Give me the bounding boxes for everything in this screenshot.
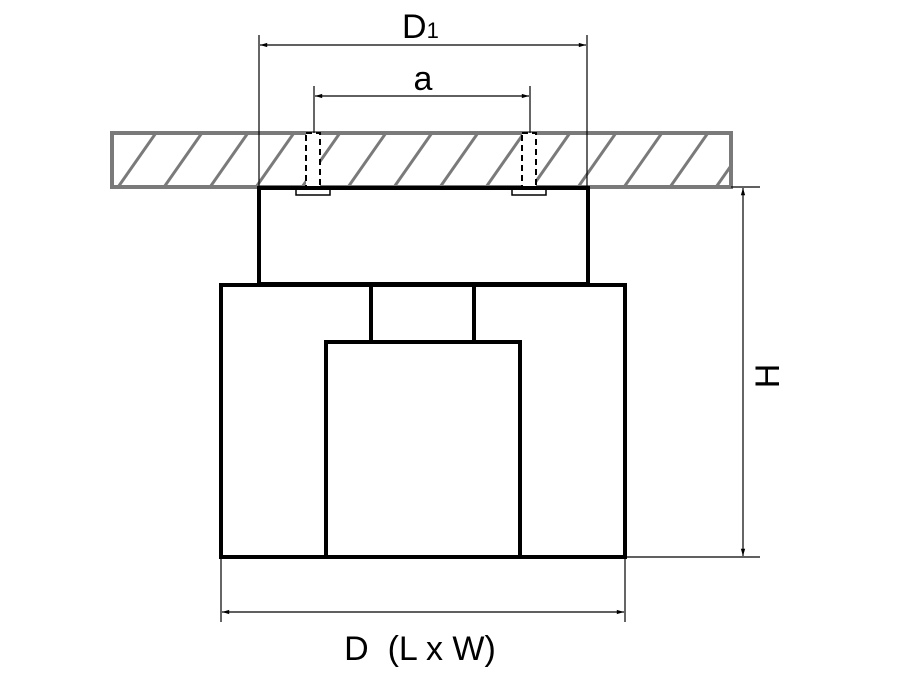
dimension-a (313, 86, 531, 133)
hatch-line (760, 130, 802, 190)
inner-lamp (324, 340, 522, 559)
label-d-lxw: D (L x W) (344, 630, 496, 668)
label-a: a (414, 60, 433, 98)
hatch-line (70, 130, 112, 190)
hatch-line (392, 133, 434, 187)
dimension-h (625, 186, 760, 558)
label-h: H (749, 364, 787, 389)
label-d1: D1 (402, 8, 439, 46)
hatch-line (438, 133, 480, 187)
hatch-line (714, 163, 731, 187)
hatch-line (346, 133, 388, 187)
hatch-line (208, 133, 250, 187)
hatch-line (254, 133, 296, 187)
mounting-base (257, 186, 590, 286)
dimension-d1 (258, 35, 588, 188)
hatch-line (576, 133, 618, 187)
lamp-housing (219, 283, 627, 559)
hatch-line (162, 133, 204, 187)
ceiling-plate (70, 130, 802, 190)
hatch-line (668, 133, 710, 187)
hatch-line (622, 133, 664, 187)
hatch-line (484, 133, 526, 187)
lamp-body (219, 186, 627, 559)
hatch-line (116, 133, 158, 187)
dimension-d (220, 557, 626, 622)
